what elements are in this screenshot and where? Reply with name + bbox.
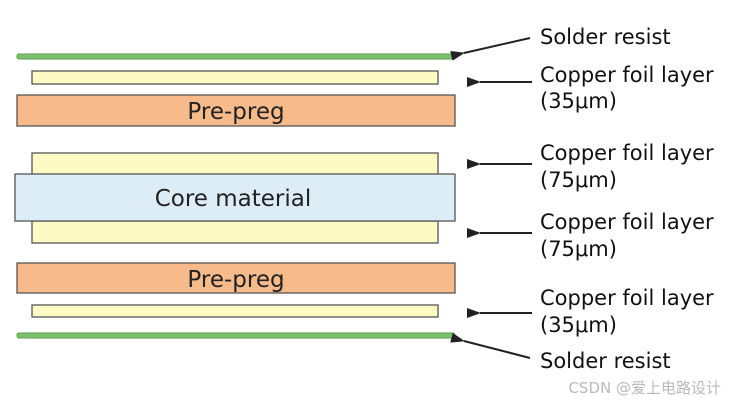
label-copper-4-line1: Copper foil layer: [540, 286, 714, 310]
arrow-solder-bottom: [450, 332, 531, 359]
label-copper-3-line2: (75μm): [540, 237, 617, 261]
solder-resist-bottom-layer: [16, 332, 456, 339]
label-copper-1-line1: Copper foil layer: [540, 63, 714, 87]
label-copper-2-line1: Copper foil layer: [540, 141, 714, 165]
copper-foil-layer-4: [31, 304, 439, 318]
label-copper-1-line2: (35μm): [540, 89, 617, 113]
label-copper-2-line2: (75μm): [540, 168, 617, 192]
prepreg-bottom-label: Pre-preg: [187, 267, 284, 293]
core-material-layer: [14, 173, 456, 222]
prepreg-top-label: Pre-preg: [187, 99, 284, 125]
label-copper-4-line2: (35μm): [540, 313, 617, 337]
copper-foil-layer-2: [31, 152, 439, 176]
arrow-solder-top: [450, 37, 531, 61]
core-material-label: Core material: [155, 186, 312, 212]
label-copper-3-line1: Copper foil layer: [540, 210, 714, 234]
prepreg-bottom-layer: [16, 262, 456, 294]
label-solder-resist-top: Solder resist: [540, 25, 671, 49]
watermark-text: CSDN @爱上电路设计: [568, 379, 721, 397]
label-solder-resist-bottom: Solder resist: [540, 349, 671, 373]
solder-resist-top-layer: [16, 53, 456, 60]
copper-foil-layer-1: [31, 70, 439, 85]
prepreg-top-layer: [16, 94, 456, 127]
copper-foil-layer-3: [31, 220, 439, 244]
